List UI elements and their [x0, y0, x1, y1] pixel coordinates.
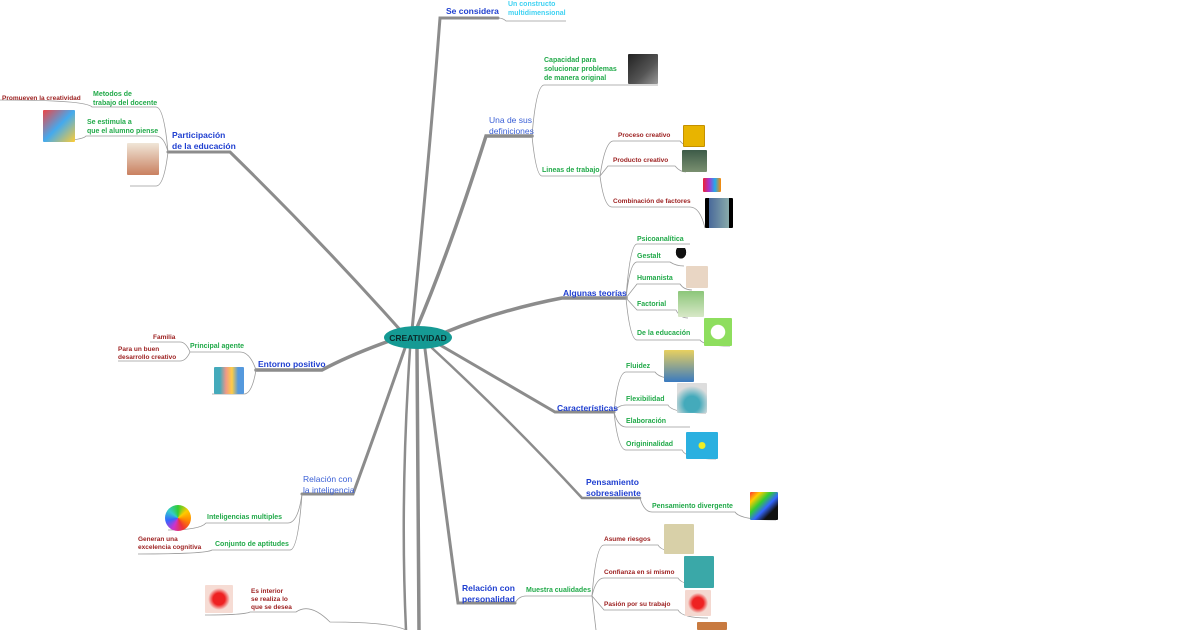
topic-caracteristicas[interactable]: Características [557, 403, 618, 413]
topic-confianza[interactable]: Confianza en si mismo [604, 569, 675, 576]
image-pasion [685, 590, 711, 616]
branch-participacion [166, 150, 404, 334]
topic-combinacion-factores[interactable]: Combinación de factores [613, 198, 691, 205]
image-classroom [127, 143, 159, 175]
image-humanista [686, 266, 708, 288]
topic-gestalt[interactable]: Gestalt [637, 253, 661, 260]
topic-inteligencia[interactable]: Relación con la inteligencia [303, 474, 355, 495]
branch-down [415, 347, 421, 630]
topic-constructo[interactable]: Un constructo multidimensional [508, 1, 566, 17]
topic-humanista[interactable]: Humanista [637, 275, 673, 282]
image-fluidez [664, 350, 694, 382]
topic-muestra-cualidades[interactable]: Muestra cualidades [526, 587, 591, 594]
image-flexibilidad [677, 383, 707, 413]
topic-proceso-creativo[interactable]: Proceso creativo [618, 132, 671, 139]
image-riesgos [664, 524, 694, 554]
topic-teorias[interactable]: Algunas teorías [563, 288, 627, 298]
image-originalidad [686, 432, 718, 459]
topic-definiciones[interactable]: Una de sus definiciones [489, 115, 534, 136]
topic-producto-creativo[interactable]: Producto creativo [613, 157, 669, 164]
topic-promueven[interactable]: Promueven la creatividad [2, 95, 81, 102]
image-producto [682, 150, 707, 172]
image-family [214, 367, 244, 394]
branch-inteligencia [300, 346, 407, 496]
topic-factorial[interactable]: Factorial [637, 301, 667, 308]
topic-aptitudes[interactable]: Conjunto de aptitudes [215, 541, 289, 548]
image-divergente [750, 492, 778, 520]
topic-pensamiento-sobresaliente[interactable]: Pensamiento sobresaliente [586, 477, 641, 498]
tree-icon [673, 248, 689, 262]
branch-es-interior [402, 347, 412, 630]
topic-se-considera[interactable]: Se considera [446, 6, 499, 16]
sub-links [0, 17, 777, 630]
image-colorful-letters [703, 178, 721, 192]
topic-para-un-buen[interactable]: Para un buen desarrollo creativo [118, 346, 177, 362]
topic-de-la-educacion[interactable]: De la educación [637, 330, 691, 337]
topic-lineas-trabajo[interactable]: Lineas de trabajo [542, 167, 600, 174]
image-proceso [683, 125, 705, 147]
topic-capacidad[interactable]: Capacidad para solucionar problemas de m… [544, 57, 617, 82]
topic-es-interior[interactable]: Es interior se realiza lo que se desea [251, 588, 292, 612]
topic-principal-agente[interactable]: Principal agente [190, 343, 245, 350]
image-partial [697, 622, 727, 630]
image-intelligence-wheel [165, 505, 191, 531]
branch-pensamiento [430, 346, 642, 500]
image-confianza [684, 556, 714, 588]
image-factorial [678, 291, 704, 317]
image-combinacion [705, 198, 733, 228]
topic-pensamiento-divergente[interactable]: Pensamiento divergente [652, 503, 733, 510]
topic-metodos[interactable]: Metodos de trabajo del docente [93, 91, 158, 107]
topic-participacion[interactable]: Participación de la educación [172, 130, 236, 151]
image-child [43, 110, 75, 142]
topic-entorno[interactable]: Entorno positivo [258, 359, 326, 369]
topic-pasion[interactable]: Pasión por su trabajo [604, 601, 671, 608]
topic-familia[interactable]: Familia [153, 334, 176, 341]
topic-personalidad[interactable]: Relación con personalidad [462, 583, 515, 604]
topic-fluidez[interactable]: Fluidez [626, 363, 651, 370]
image-heart-hands [205, 585, 233, 613]
central-topic[interactable]: CREATIVIDAD [384, 326, 452, 349]
topic-psicoanalitica[interactable]: Psicoanalítica [637, 236, 684, 243]
topic-inteligencias-multiples[interactable]: Inteligencias multiples [207, 514, 283, 521]
branch-se-considera [410, 16, 500, 332]
topic-asume-riesgos[interactable]: Asume riesgos [604, 536, 651, 543]
topic-flexibilidad[interactable]: Flexibilidad [626, 396, 665, 403]
topic-estimula[interactable]: Se estimula a que el alumno piense [87, 119, 159, 135]
topic-elaboracion[interactable]: Elaboración [626, 418, 667, 425]
main-branches [166, 16, 642, 630]
topic-originalidad[interactable]: Origininalidad [626, 441, 674, 448]
branch-personalidad [423, 347, 517, 605]
branch-definiciones [414, 134, 534, 332]
topic-generan[interactable]: Generan una excelencia cognitiva [138, 536, 202, 552]
image-educacion [704, 318, 732, 346]
branch-entorno [254, 338, 394, 372]
branch-teorias [444, 296, 628, 334]
image-lightbulb-chalkboard [628, 54, 658, 84]
branch-caracteristicas [438, 343, 616, 414]
